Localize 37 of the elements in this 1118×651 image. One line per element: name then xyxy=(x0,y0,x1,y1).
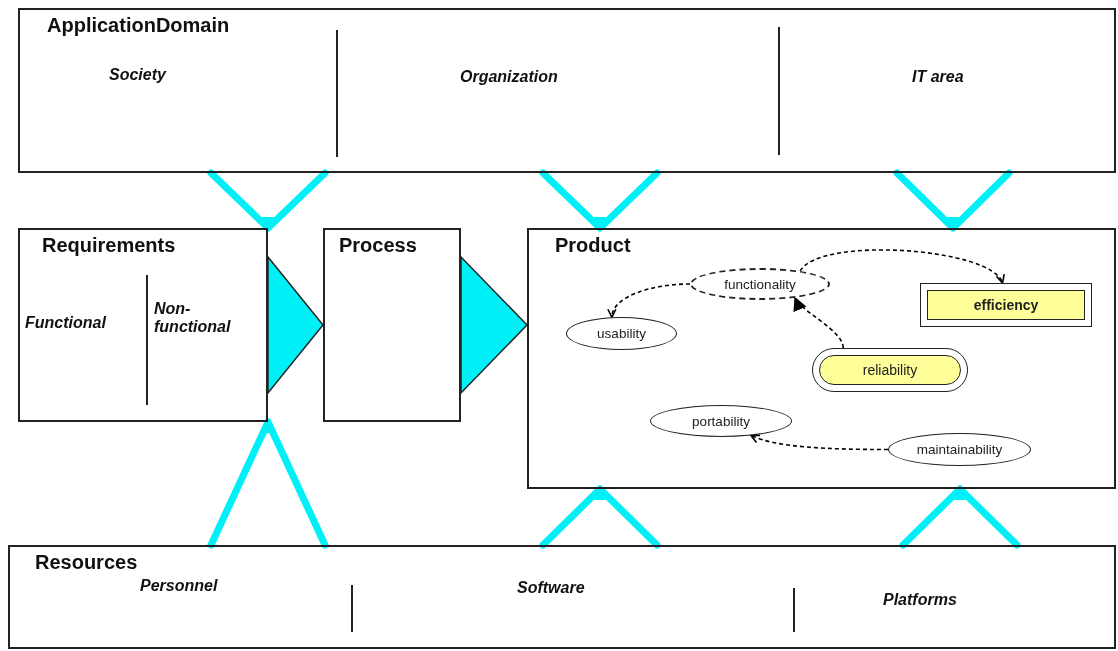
node-label: reliability xyxy=(819,355,961,385)
stage-box xyxy=(323,228,461,422)
column-label: Functional xyxy=(25,314,106,332)
stage-box xyxy=(527,228,1116,489)
box-title: ApplicationDomain xyxy=(47,14,230,37)
arrow xyxy=(799,249,1004,284)
chevron-arrow xyxy=(207,169,329,232)
column-label: Personnel xyxy=(140,577,218,595)
arrow xyxy=(608,283,691,319)
column-label: Organization xyxy=(460,68,558,86)
quality-box xyxy=(920,283,1092,327)
quality-pill xyxy=(812,348,968,392)
column-label: Platforms xyxy=(883,591,957,609)
node-label: portability xyxy=(692,413,750,429)
chevron-arrow xyxy=(899,485,1021,549)
arrow xyxy=(750,434,889,451)
column-label: IT area xyxy=(912,68,964,86)
column-label: Society xyxy=(109,66,166,84)
stage-box xyxy=(18,228,268,422)
node-label: maintainability xyxy=(916,442,1003,457)
triangle-arrow xyxy=(267,254,324,396)
box-title: Requirements xyxy=(42,234,176,257)
node-label: functionality xyxy=(724,276,796,292)
column-label: Software xyxy=(517,579,585,597)
domain-panel xyxy=(18,8,1116,173)
box-title: Product xyxy=(555,234,631,257)
box-title: Process xyxy=(339,234,417,257)
chevron-arrow xyxy=(539,485,661,549)
resources-panel xyxy=(8,545,1116,649)
triangle-arrow xyxy=(460,255,529,395)
chevron-arrow xyxy=(539,169,661,232)
column-label: Non-functional xyxy=(154,300,232,336)
box-title: Resources xyxy=(35,551,138,574)
node-label: efficiency xyxy=(927,290,1085,320)
chevron-arrow xyxy=(893,169,1013,232)
chevron-arrow xyxy=(207,418,329,549)
node-label: usability xyxy=(597,326,646,341)
